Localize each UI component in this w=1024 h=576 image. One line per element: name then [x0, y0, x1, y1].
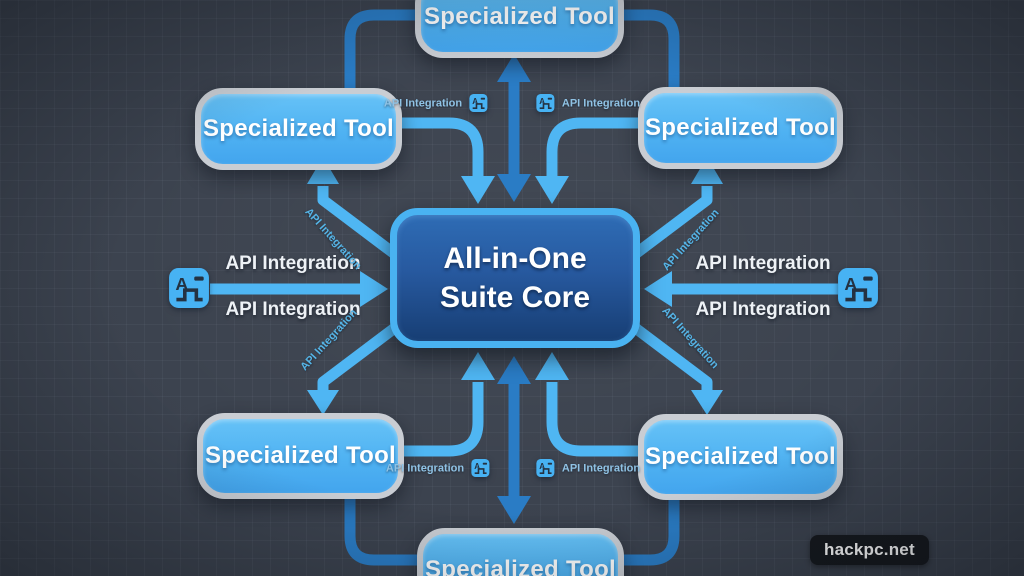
diag-bottomleft-out — [317, 319, 404, 392]
svg-text:A: A — [472, 97, 478, 106]
watermark-badge: hackpc.net — [810, 535, 929, 565]
diag-topleft-out — [317, 186, 404, 263]
center-to-corner-diagonals — [317, 186, 713, 392]
curve-topright-in — [546, 117, 638, 178]
diag-bottomright-out — [626, 319, 713, 392]
api-small-top-right-text: API Integration — [561, 97, 641, 109]
arrowhead-left-into-center — [644, 271, 672, 307]
diagonal-arrowheads — [307, 157, 723, 415]
api-label-left-top: API Integration — [225, 253, 361, 274]
svg-text:A: A — [539, 97, 545, 106]
center-title-line1: All-in-One — [443, 242, 587, 275]
api-label-left-bottom: API Integration — [225, 299, 361, 320]
api-chip-icon: A — [469, 93, 488, 113]
horizontal-arrows — [210, 271, 838, 307]
node-bottom-right: Specialized Tool — [638, 414, 843, 500]
api-chip-icon: A — [837, 267, 879, 309]
node-top-right-label: Specialized Tool — [644, 114, 837, 141]
node-bottom-left-label: Specialized Tool — [204, 442, 397, 469]
node-bottom-label: Specialized Tool — [424, 556, 617, 576]
api-chip-icon: A — [536, 93, 555, 113]
api-small-top-left: API Integration A — [383, 93, 488, 113]
node-top-right: Specialized Tool — [638, 87, 843, 169]
api-small-top-left-text: API Integration — [383, 97, 463, 109]
corner-to-center-curves — [392, 117, 638, 457]
node-top: Specialized Tool — [415, 0, 624, 58]
api-small-bottom-left-text: API Integration — [385, 462, 465, 474]
api-chip-icon: A — [168, 267, 210, 309]
vertical-double-arrows — [497, 54, 531, 524]
api-chip-icon: A — [536, 458, 555, 478]
api-chip-icon: A — [471, 458, 490, 478]
api-small-bottom-right: A API Integration — [536, 458, 641, 478]
api-label-right-bottom: API Integration — [695, 299, 831, 320]
connector-bottom-to-bottomright — [611, 486, 680, 566]
arrowhead-right-into-center — [360, 271, 388, 307]
api-label-right-top: API Integration — [695, 253, 831, 274]
node-center-core: All-in-One Suite Core — [390, 208, 640, 348]
connector-top-to-topright — [611, 9, 680, 89]
arrowhead-up-top — [497, 54, 531, 82]
arrowhead-down-bottom — [497, 496, 531, 524]
svg-text:A: A — [474, 462, 480, 471]
node-top-left-label: Specialized Tool — [202, 115, 395, 142]
connector-top-to-topleft — [344, 9, 417, 90]
arrowhead-down-center-top — [497, 174, 531, 202]
curve-bottomleft-in — [394, 382, 484, 457]
corner-curve-arrowheads — [461, 176, 569, 380]
svg-text:A: A — [539, 462, 545, 471]
curve-bottomright-in — [546, 382, 638, 457]
node-bottom-right-label: Specialized Tool — [644, 443, 837, 470]
ring-connectors — [344, 9, 680, 566]
api-small-bottom-left: API Integration A — [385, 458, 490, 478]
arrowhead-up-center-bottom — [497, 356, 531, 384]
node-bottom-left: Specialized Tool — [197, 413, 404, 499]
node-bottom: Specialized Tool — [417, 528, 624, 576]
node-top-left: Specialized Tool — [195, 88, 402, 170]
center-title-line2: Suite Core — [439, 281, 591, 314]
curve-topleft-in — [392, 117, 484, 178]
diag-topright-out — [626, 186, 713, 263]
api-small-top-right: A API Integration — [536, 93, 641, 113]
api-small-bottom-right-text: API Integration — [561, 462, 641, 474]
connector-bottom-to-bottomleft — [344, 486, 417, 566]
node-top-label: Specialized Tool — [423, 3, 616, 30]
